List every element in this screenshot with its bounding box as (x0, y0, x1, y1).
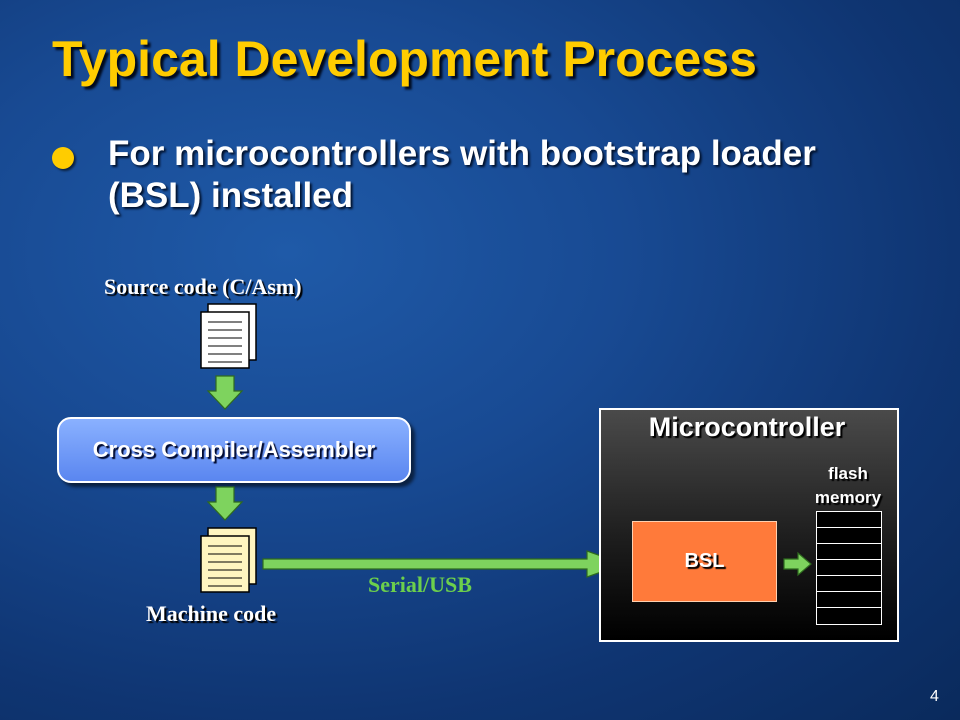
arrow-down-icon (206, 486, 244, 521)
flash-memory-row (817, 512, 881, 528)
bsl-label: BSL (684, 550, 725, 572)
source-document-icon (200, 303, 257, 369)
bullet-text: For microcontrollers with bootstrap load… (108, 134, 816, 215)
bsl-box: BSL (632, 521, 777, 602)
serial-usb-label: Serial/USB (368, 572, 472, 597)
arrow-down-icon (206, 375, 244, 410)
page-number: 4 (930, 688, 939, 705)
flash-memory-row (817, 592, 881, 608)
machine-code-document-icon (200, 527, 257, 593)
flash-memory-row (817, 528, 881, 544)
machine-code-label: Machine code (146, 601, 277, 626)
arrow-right-icon (783, 551, 812, 577)
microcontroller-label: Microcontroller (648, 412, 846, 442)
flash-memory-label: flash memory (814, 464, 882, 507)
flash-memory-row (817, 560, 881, 576)
cross-compiler-box: Cross Compiler/Assembler (57, 417, 411, 483)
bullet-dot-icon (52, 147, 74, 169)
cross-compiler-label: Cross Compiler/Assembler (92, 437, 376, 462)
slide-title: Typical Development Process (52, 31, 757, 87)
flash-memory-block (816, 511, 882, 625)
flash-memory-row (817, 544, 881, 560)
flash-memory-row (817, 576, 881, 592)
flash-memory-row (817, 608, 881, 624)
source-code-label: Source code (C/Asm) (104, 274, 302, 299)
